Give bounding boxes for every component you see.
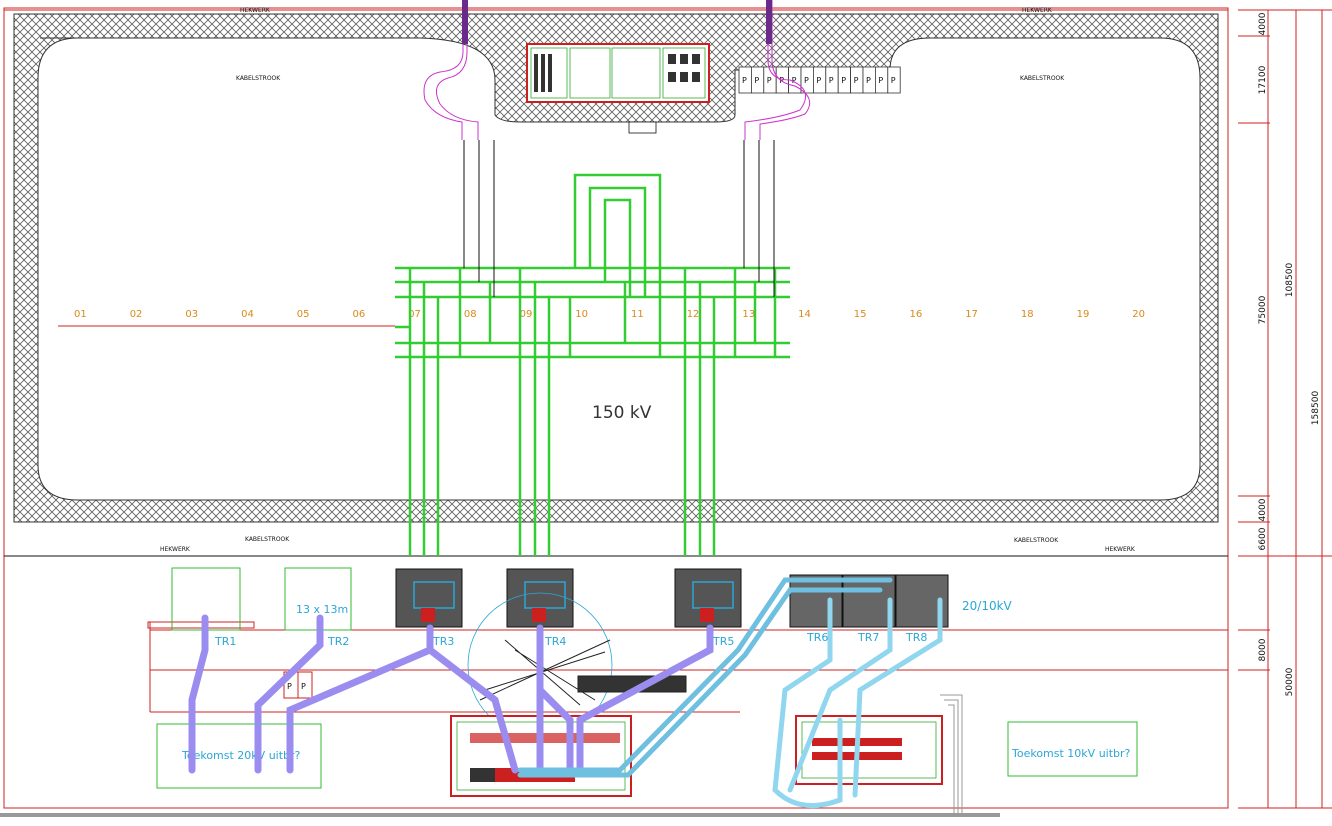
busbar-system <box>395 173 790 556</box>
fence-label-top-left: HEKWERK <box>240 7 271 14</box>
bay-number-16: 16 <box>910 309 923 320</box>
tr-size-label: 13 x 13m <box>296 603 348 616</box>
fence-label-top-right: HEKWERK <box>1022 7 1053 14</box>
bay-number-03: 03 <box>185 309 198 320</box>
fence-label-bottom-left: HEKWERK <box>160 546 191 553</box>
feeder-lines <box>463 140 775 297</box>
control-building <box>526 43 710 134</box>
cable-strip-label-bottom-right: KABELSTROOK <box>1014 537 1059 544</box>
transformer-block-tr6-8 <box>789 574 949 628</box>
parking-space-6: P <box>804 76 809 85</box>
parking-space-11: P <box>866 76 871 85</box>
bay-number-09: 09 <box>520 309 533 320</box>
parking-space-5: P <box>792 76 797 85</box>
perimeter-road <box>13 13 1219 523</box>
dimension-label-4: 108500 <box>1285 263 1295 298</box>
future-10kv-extension-box <box>1007 721 1138 777</box>
cable-strip-label-top-left: KABELSTROOK <box>236 75 281 82</box>
label-tr1: TR1 <box>214 635 236 648</box>
bay-number-05: 05 <box>297 309 310 320</box>
bay-number-08: 08 <box>464 309 477 320</box>
bay-number-20: 20 <box>1132 309 1145 320</box>
parking-space-2: P <box>754 76 759 85</box>
bay-numbers: 01 02 03 04 05 06 07 08 09 10 11 12 13 14 15 16 17 18 19 20 <box>74 309 1145 320</box>
dimension-labels: 4000 17100 75000 108500 158500 4000 6600 8000 50… <box>1258 12 1321 696</box>
dimension-label-2: 17100 <box>1258 65 1268 94</box>
label-tr3: TR3 <box>432 635 454 648</box>
bay-number-19: 19 <box>1077 309 1090 320</box>
future-20kv-label: Toekomst 20kV uitbr? <box>181 749 301 762</box>
future-10kv-label: Toekomst 10kV uitbr? <box>1011 747 1131 760</box>
bay-number-04: 04 <box>241 309 254 320</box>
parking-space-9: P <box>841 76 846 85</box>
bay-number-07: 07 <box>408 309 421 320</box>
mobile-crane <box>479 639 687 706</box>
transformer-block-tr5 <box>674 568 742 628</box>
label-tr8: TR8 <box>905 631 927 644</box>
label-tr5: TR5 <box>712 635 734 648</box>
bay-number-17: 17 <box>965 309 978 320</box>
parking-small-2: P <box>301 682 306 691</box>
label-tr7: TR7 <box>857 631 879 644</box>
incoming-cable-routes <box>423 0 811 140</box>
cable-bundles-purple <box>188 614 714 774</box>
transformer-labels: TR1 TR2 TR3 TR4 TR5 TR6 TR7 TR8 <box>214 631 927 648</box>
bay-number-18: 18 <box>1021 309 1034 320</box>
parking-small: P P <box>283 671 313 699</box>
dimension-label-3: 75000 <box>1258 295 1268 324</box>
fence-label-bottom-right: HEKWERK <box>1105 546 1136 553</box>
bay-number-01: 01 <box>74 309 87 320</box>
parking-space-8: P <box>829 76 834 85</box>
cable-bundles-blue <box>517 577 943 809</box>
dimension-label-7: 6600 <box>1258 527 1268 550</box>
mv-building-10kv <box>795 694 963 815</box>
dimension-lines <box>1238 9 1332 809</box>
parking-space-10: P <box>854 76 859 85</box>
label-tr4: TR4 <box>544 635 566 648</box>
dimension-label-6: 4000 <box>1258 498 1268 521</box>
parking-space-12: P <box>878 76 883 85</box>
cable-strip-label-top-right: KABELSTROOK <box>1020 75 1065 82</box>
bay-number-11: 11 <box>631 309 644 320</box>
dimension-label-1: 4000 <box>1258 12 1268 35</box>
bay-number-06: 06 <box>353 309 366 320</box>
bay-number-02: 02 <box>130 309 143 320</box>
dimension-label-8: 8000 <box>1258 638 1268 661</box>
dimension-label-9: 50000 <box>1285 667 1295 696</box>
parking-space-1: P <box>742 76 747 85</box>
dimension-label-5: 158500 <box>1311 391 1321 426</box>
parking-small-1: P <box>287 682 292 691</box>
bay-number-14: 14 <box>798 309 811 320</box>
label-tr6: TR6 <box>806 631 828 644</box>
parking-space-7: P <box>816 76 821 85</box>
future-20kv-extension-box <box>156 723 322 789</box>
drawing-frame <box>0 7 1229 817</box>
parking-space-13: P <box>891 76 896 85</box>
bay-number-13: 13 <box>742 309 755 320</box>
transformer-block-tr3 <box>395 568 463 628</box>
bay-number-12: 12 <box>687 309 700 320</box>
mv-voltage-label: 20/10kV <box>962 599 1013 613</box>
label-tr2: TR2 <box>327 635 349 648</box>
parking-space-3: P <box>767 76 772 85</box>
cable-strip-label-bottom-left: KABELSTROOK <box>245 536 290 543</box>
bay-number-10: 10 <box>575 309 588 320</box>
bay-number-15: 15 <box>854 309 867 320</box>
voltage-label-150kv: 150 kV <box>592 403 652 423</box>
